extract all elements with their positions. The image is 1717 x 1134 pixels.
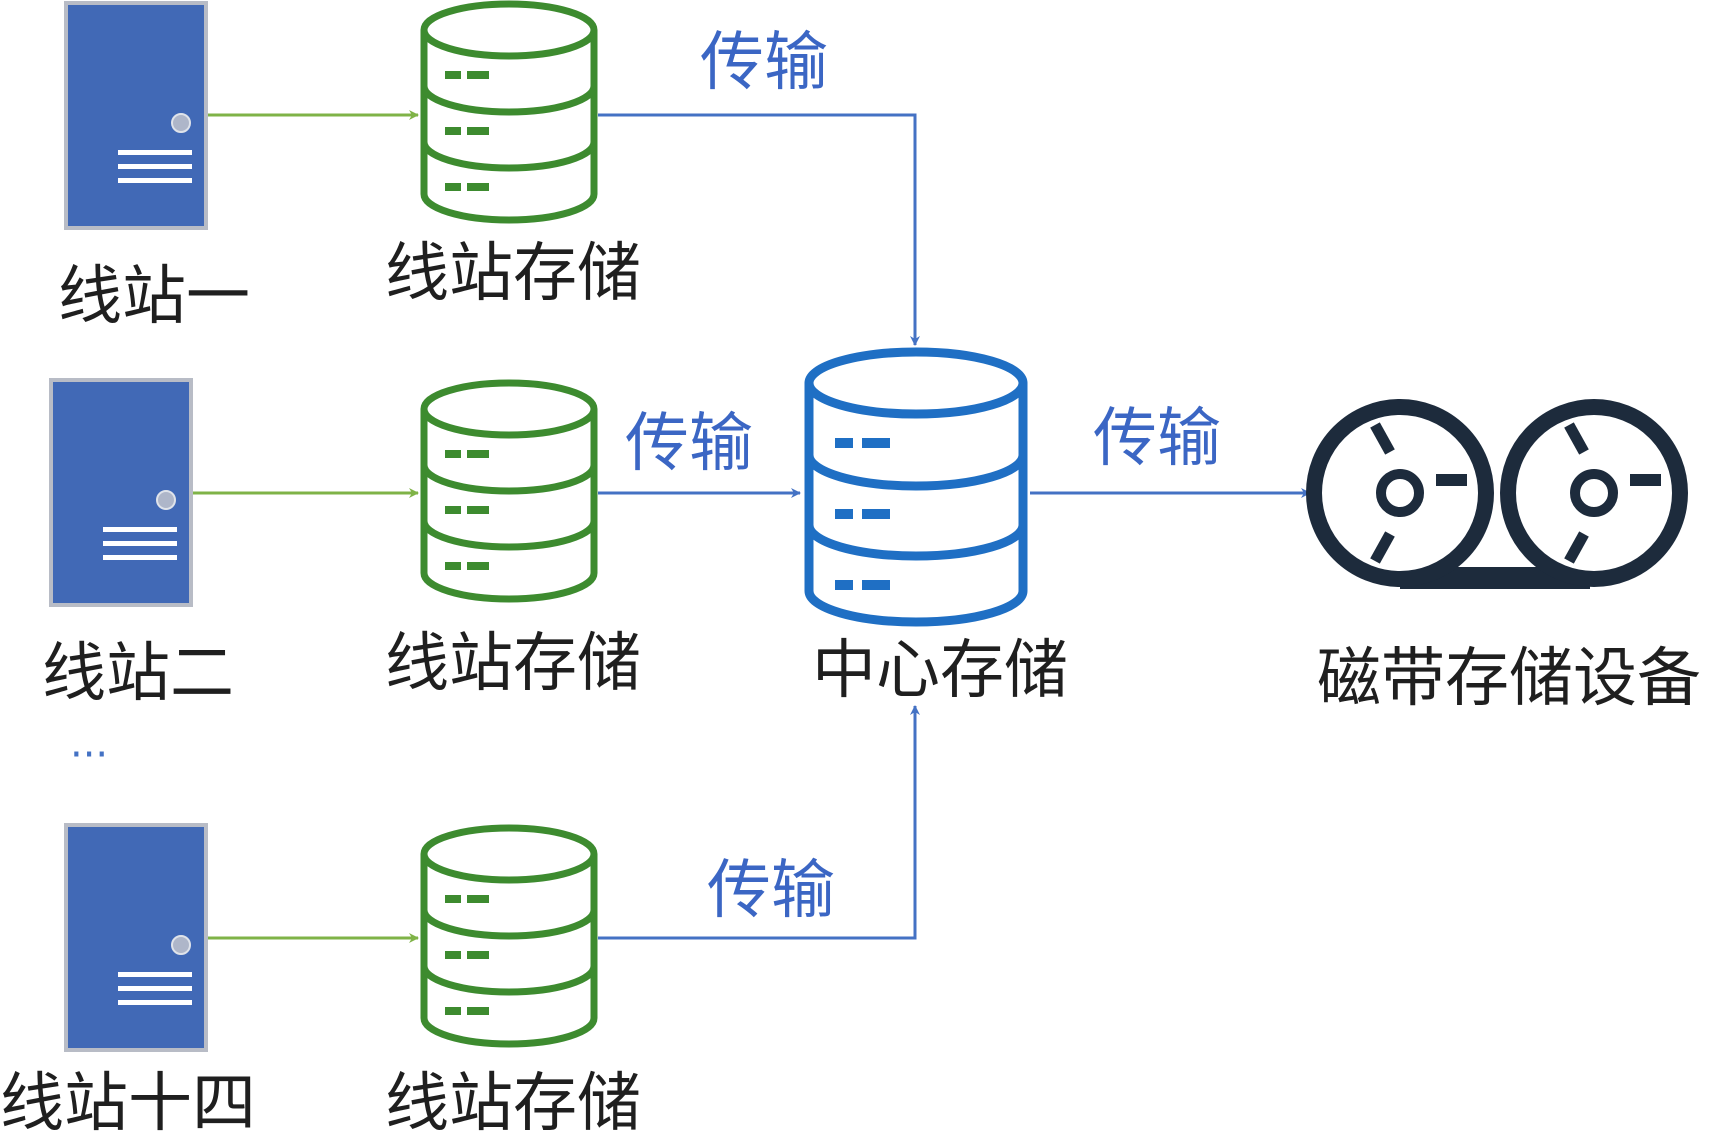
tape-reel-icon	[1306, 399, 1688, 589]
server-icon	[64, 1, 208, 230]
station-label: 线站十四	[0, 1067, 256, 1134]
station-2: 线站二 线站存储 传输	[42, 378, 801, 711]
station-14: 线站十四 线站存储 传输	[0, 705, 920, 1134]
arrow-storage-to-center	[598, 113, 920, 346]
server-icon	[64, 823, 208, 1052]
station-storage-label: 线站存储	[385, 1067, 641, 1134]
database-icon	[804, 347, 1028, 627]
database-icon	[424, 828, 594, 1044]
station-label: 线站一	[58, 260, 250, 334]
database-icon	[424, 4, 594, 220]
tape-storage: 磁带存储设备	[1306, 399, 1701, 716]
center-storage: 中心存储 传输	[804, 347, 1311, 708]
arrow-storage-to-center	[598, 705, 920, 940]
station-storage-label: 线站存储	[385, 237, 641, 311]
tape-storage-label: 磁带存储设备	[1317, 642, 1701, 716]
transfer-label: 传输	[625, 407, 753, 481]
station-1: 线站一 线站存储 传输	[58, 1, 920, 346]
transfer-label: 传输	[707, 854, 835, 928]
transfer-label: 传输	[1093, 402, 1221, 476]
ellipsis: ···	[70, 732, 108, 778]
database-icon	[424, 383, 594, 599]
center-storage-label: 中心存储	[812, 634, 1068, 708]
station-storage-label: 线站存储	[385, 627, 641, 701]
transfer-label: 传输	[700, 26, 828, 100]
server-icon	[49, 378, 193, 607]
station-label: 线站二	[42, 637, 234, 711]
